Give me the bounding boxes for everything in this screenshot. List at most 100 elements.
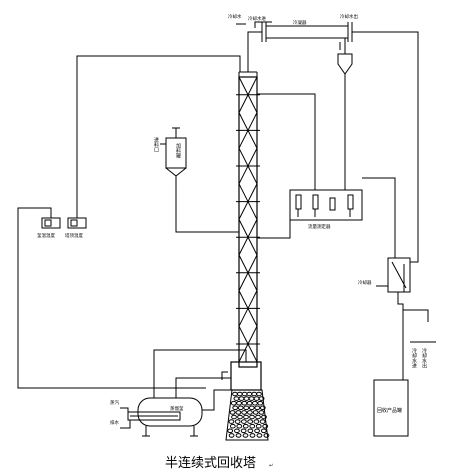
rubble-stone — [259, 419, 266, 424]
rubble-stone — [260, 428, 267, 434]
vertical-right-2: 冷却水出 — [421, 347, 427, 369]
rubble-stone — [262, 423, 269, 429]
flow-measurement-box: 流量测定器 — [289, 189, 363, 230]
rubble-stone — [253, 419, 260, 424]
flow-box-to-cooler — [362, 177, 396, 258]
top-condenser: 冷凝器 冷却水进 冷却水 冷却水出 — [228, 13, 358, 42]
column-packing-lattice — [236, 76, 260, 363]
rubble-stone — [252, 410, 259, 415]
rubble-stone — [258, 396, 265, 401]
rubble-stone — [242, 423, 249, 429]
rubble-stone — [263, 433, 270, 438]
rubble-stone — [252, 400, 258, 406]
rubble-stone — [261, 414, 267, 420]
rubble-stone — [256, 391, 262, 397]
rubble-stone — [241, 410, 248, 415]
condenser-label: 冷凝器 — [293, 19, 307, 26]
sub-cooler-label: 冷却器 — [358, 279, 372, 286]
rubble-stone — [235, 410, 242, 415]
rubble-stone — [248, 405, 255, 411]
rubble-stone — [233, 396, 240, 401]
rubble-texture — [227, 391, 270, 438]
rubble-stone — [234, 428, 240, 434]
rubble-stone — [240, 428, 247, 434]
feed-tank-side-label: 进料口 — [153, 136, 159, 153]
feed-tank: 加料罐 进料口 — [153, 127, 187, 177]
rubble-stone — [243, 405, 250, 411]
top-pipe-label: 冷却水进 — [248, 15, 266, 22]
top-temp-wire — [76, 55, 241, 218]
rubble-stone — [255, 414, 261, 420]
rubble-stone — [249, 433, 256, 438]
water-in-line — [254, 21, 272, 28]
rubble-stone — [228, 433, 235, 438]
rubble-stone — [242, 433, 249, 438]
rubble-stone — [249, 414, 255, 420]
feed-tank-label: 加料罐 — [175, 142, 181, 159]
steam-in-label: 蒸汽 — [110, 399, 119, 406]
rubble-stone — [229, 410, 236, 415]
rubble-stone — [243, 396, 250, 401]
temperature-displays: 釜温温度 塔顶温度 — [37, 217, 87, 239]
bottom-temp-wire — [17, 207, 206, 389]
rubble-stone — [247, 419, 254, 424]
rubble-stone — [230, 400, 237, 406]
rubble-stone — [247, 428, 254, 434]
rubble-stone — [248, 396, 255, 401]
cooler-to-collector — [397, 292, 404, 380]
distillation-column — [230, 60, 262, 391]
rubble-stone — [249, 423, 256, 429]
reboiler-side-line — [202, 389, 231, 411]
rubble-stone — [253, 396, 260, 401]
column-base-packing — [225, 389, 270, 441]
reboiler: 蒸馏釜 蒸汽 排水 — [110, 397, 203, 437]
rubble-stone — [246, 410, 253, 415]
rubble-stone — [235, 433, 242, 438]
rubble-stone — [251, 391, 258, 397]
reboiler-label: 蒸馏釜 — [170, 405, 184, 412]
rubble-stone — [254, 405, 261, 411]
reflux-line-top — [257, 93, 316, 190]
rubble-stone — [232, 391, 238, 397]
rubble-stone — [258, 410, 265, 415]
rubble-stone — [229, 423, 236, 429]
temp-left-label: 釜温温度 — [37, 232, 55, 239]
right-vertical-labels: 冷却水进 冷却水出 — [410, 341, 436, 369]
vapor-line — [247, 31, 262, 60]
column-base-nozzle — [221, 371, 228, 380]
feed-line — [175, 176, 239, 233]
rubble-stone — [227, 428, 234, 434]
reboiler-return-line — [153, 349, 247, 398]
rubble-stone — [236, 400, 242, 406]
collection-tank: 回收产品罐 — [373, 379, 409, 437]
reflux-return-line — [257, 220, 291, 239]
collector-label: 回收产品罐 — [377, 407, 402, 414]
temp-right-label: 塔顶温度 — [65, 232, 83, 239]
diagram-title: 半连续式回收塔 — [165, 455, 256, 471]
rubble-stone — [236, 423, 243, 429]
rubble-stone — [234, 419, 241, 424]
condensate-label: 排水 — [110, 419, 119, 426]
sub-cooler: 冷却器 — [358, 257, 411, 293]
rubble-stone — [241, 391, 248, 397]
rubble-stone — [246, 391, 253, 397]
cooling-water-line-right — [352, 31, 419, 263]
receiver-side-label: 冷却水出 — [340, 13, 358, 20]
reboiler-vapor-line — [175, 377, 231, 398]
rubble-stone — [237, 414, 243, 420]
rubble-stone — [246, 400, 253, 406]
rubble-stone — [240, 419, 247, 424]
title-return-mark: ↵ — [269, 463, 273, 469]
top-water-label: 冷却水 — [228, 13, 242, 20]
rubble-stone — [257, 400, 264, 406]
rubble-stone — [232, 405, 239, 411]
rubble-stone — [228, 419, 235, 424]
rubble-stone — [241, 400, 248, 406]
rubble-stone — [254, 428, 260, 434]
vertical-right-1: 冷却水进 — [411, 347, 417, 369]
rubble-stone — [255, 423, 262, 429]
rubble-stone — [259, 405, 266, 411]
rubble-stone — [238, 396, 245, 401]
rubble-stone — [231, 414, 237, 420]
